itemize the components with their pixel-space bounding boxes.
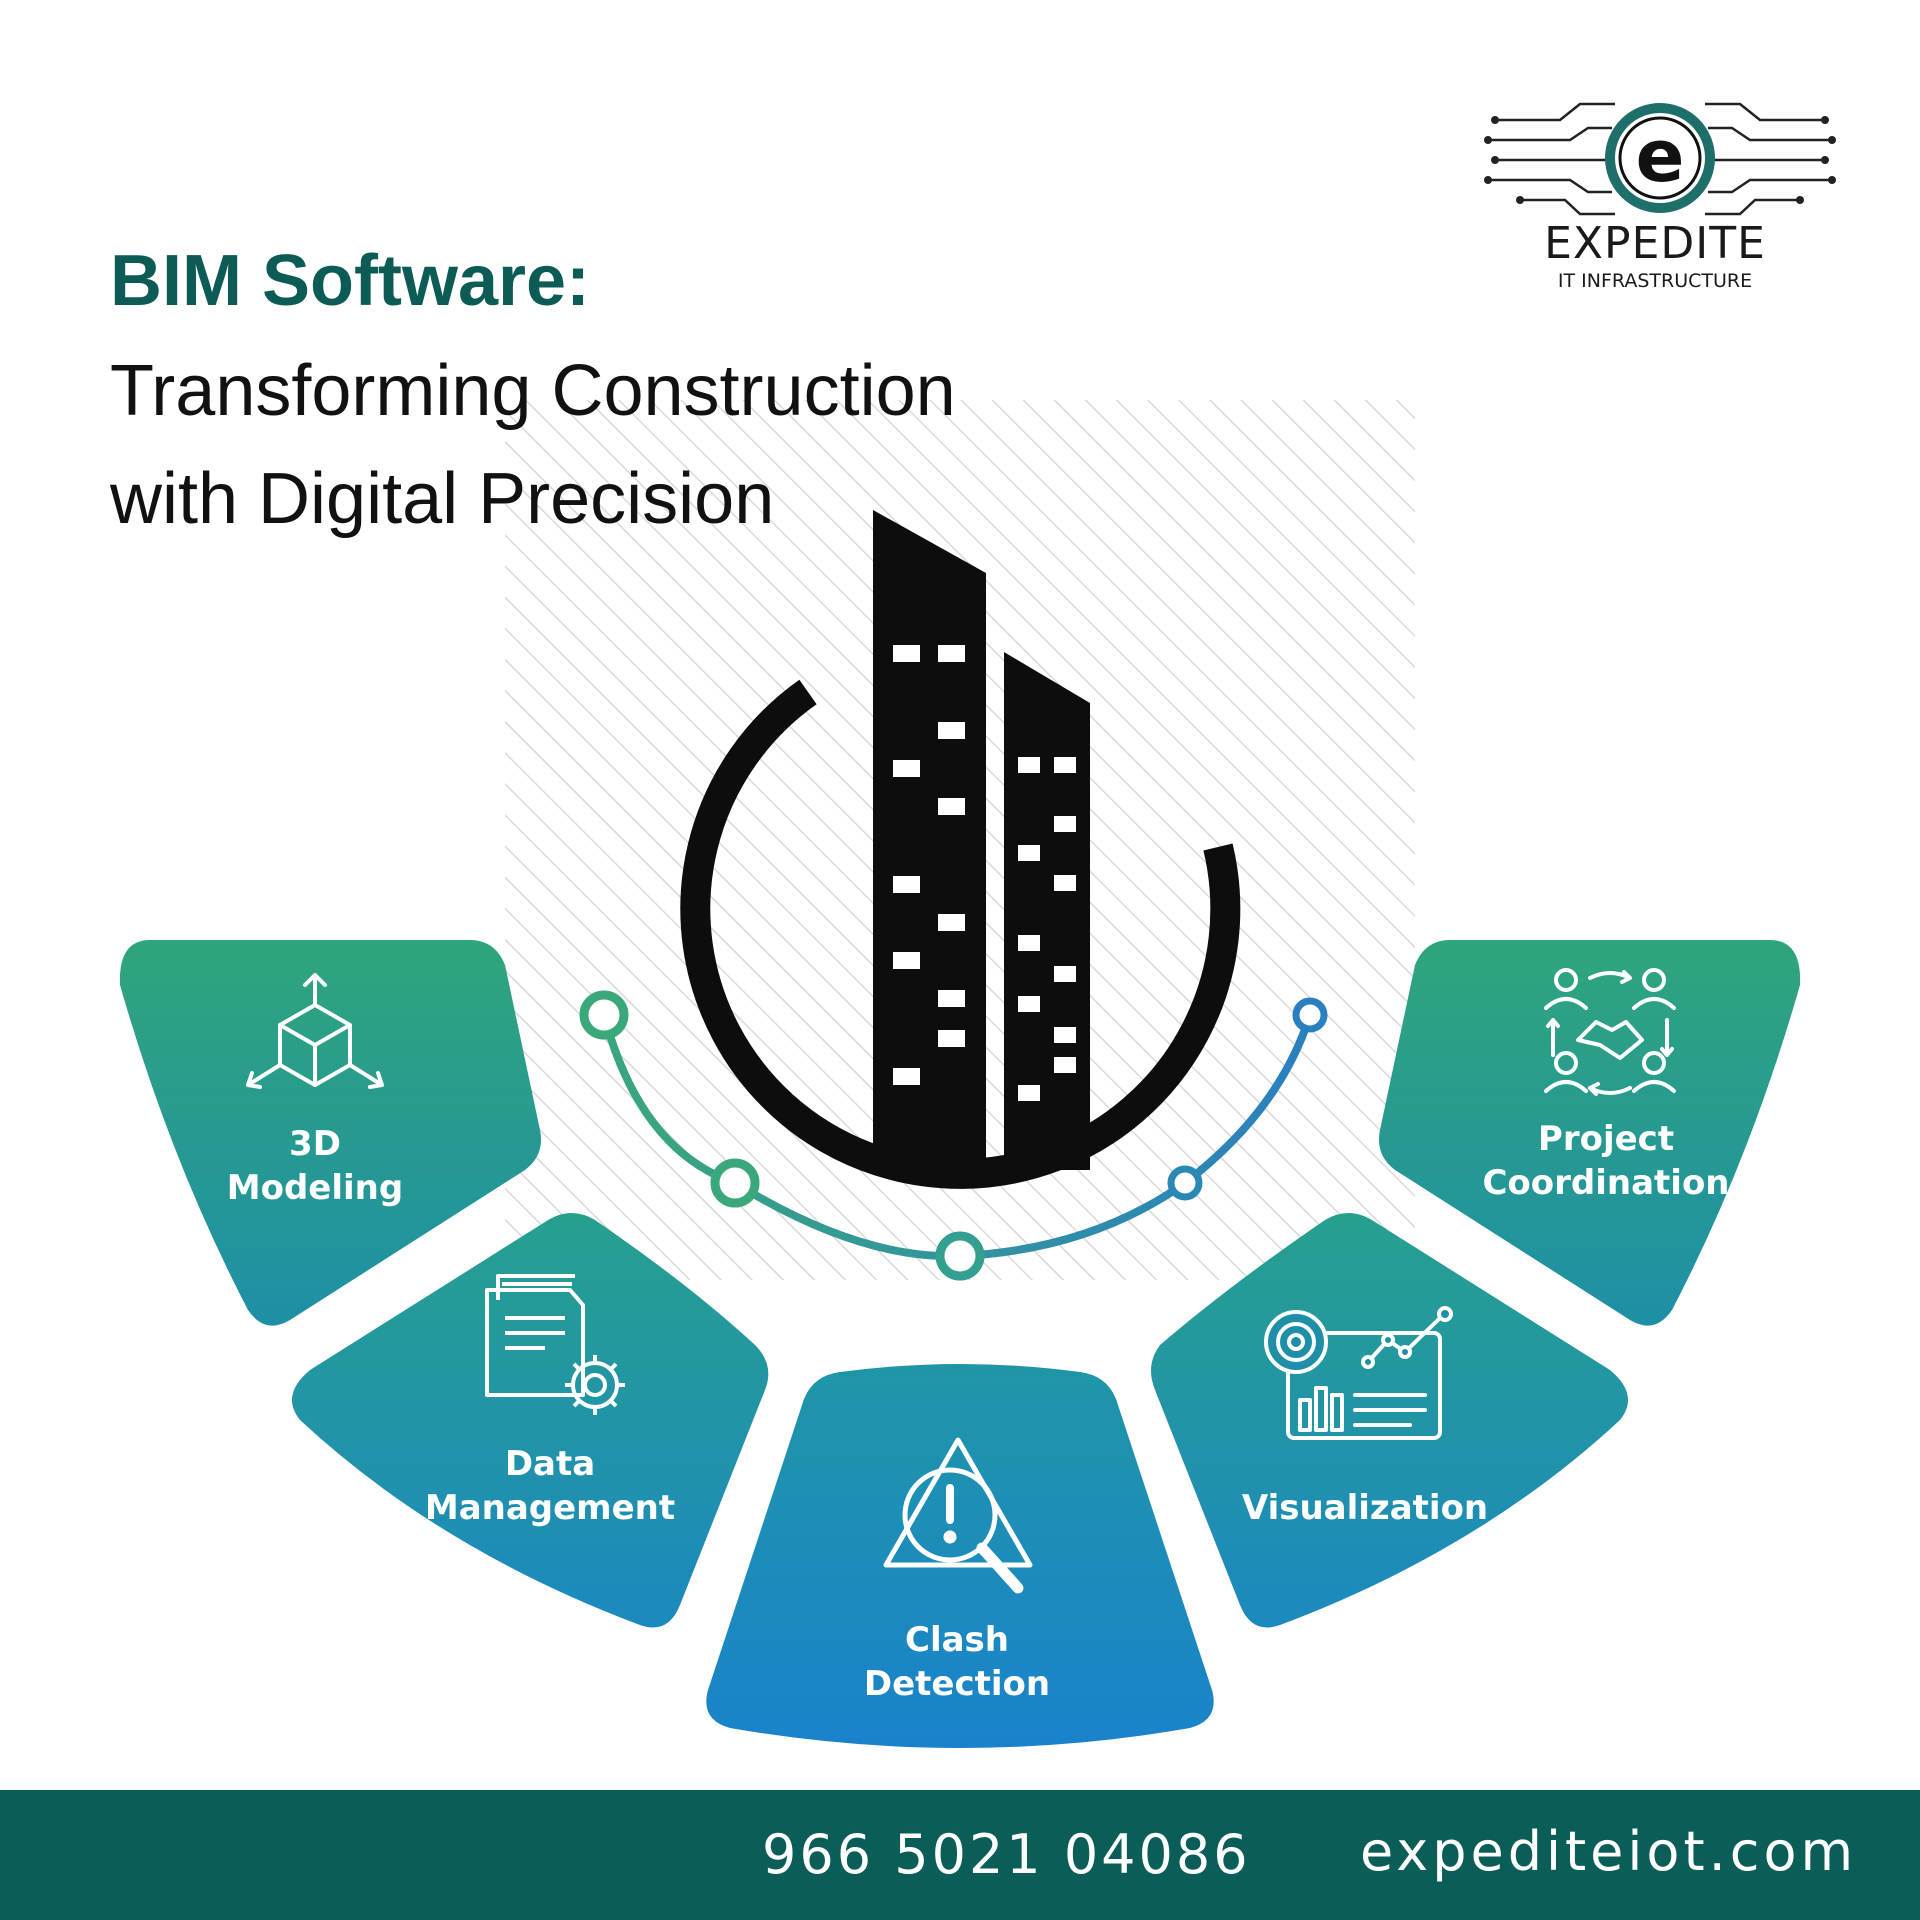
logo-letter: e [1636, 114, 1685, 198]
page-subtitle-line-2: with Digital Precision [110, 459, 775, 539]
folder-gear-icon [485, 1274, 625, 1415]
segment-project-coordination [1379, 940, 1801, 1326]
segment-label-3d-modeling: 3D Modeling [155, 1122, 475, 1210]
segment-label-clash-detection: Clash Detection [797, 1618, 1117, 1706]
segment-label-line: Modeling [226, 1168, 404, 1208]
building-icon [680, 510, 1241, 1189]
timeline-node [579, 990, 629, 1040]
segment-label-line: Coordination [1482, 1163, 1730, 1203]
timeline-node [935, 1231, 985, 1281]
timeline-node [1167, 1165, 1203, 1201]
segment-label-line: Management [424, 1488, 676, 1528]
footer-phone: 966 5021 04086 [762, 1823, 1251, 1886]
segment-label-line: Project [1537, 1119, 1675, 1159]
segment-label-line: Visualization [1241, 1488, 1489, 1528]
segment-visualization [1151, 1212, 1628, 1628]
expedite-logo: EXPEDITE IT INFRASTRUCTURE [1480, 80, 1830, 300]
segment-label-line: Clash [905, 1620, 1009, 1660]
segment-label-project-coordination: Project Coordination [1446, 1117, 1766, 1205]
handshake-people-icon [1544, 968, 1676, 1096]
timeline-node [1292, 997, 1328, 1033]
segment-label-data-management: Data Management [390, 1442, 710, 1530]
segment-label-line: 3D [289, 1124, 341, 1164]
warning-magnifier-icon [883, 1437, 1033, 1594]
segment-clash-detection [706, 1364, 1214, 1748]
expedite-logo-emblem: e [1484, 102, 1836, 216]
timeline-arc [579, 990, 1328, 1281]
segment-label-visualization: Visualization [1205, 1486, 1525, 1530]
segment-label-line: Data [504, 1444, 596, 1484]
segment-label-line: Detection [863, 1664, 1051, 1704]
page-subtitle-line-1: Transforming Construction [110, 351, 956, 431]
cube-icon [246, 973, 384, 1089]
page-title: BIM Software: [110, 241, 591, 321]
logo-subtitle: IT INFRASTRUCTURE [1557, 270, 1753, 292]
timeline-node [710, 1158, 760, 1208]
chart-eye-icon [1264, 1306, 1453, 1440]
segment-data-management [292, 1212, 769, 1628]
footer-bar: 966 5021 04086 expediteiot.com [0, 1790, 1920, 1920]
logo-name: EXPEDITE [1544, 218, 1766, 269]
footer-website: expediteiot.com [1360, 1820, 1858, 1883]
segment-3d-modeling [119, 940, 541, 1326]
